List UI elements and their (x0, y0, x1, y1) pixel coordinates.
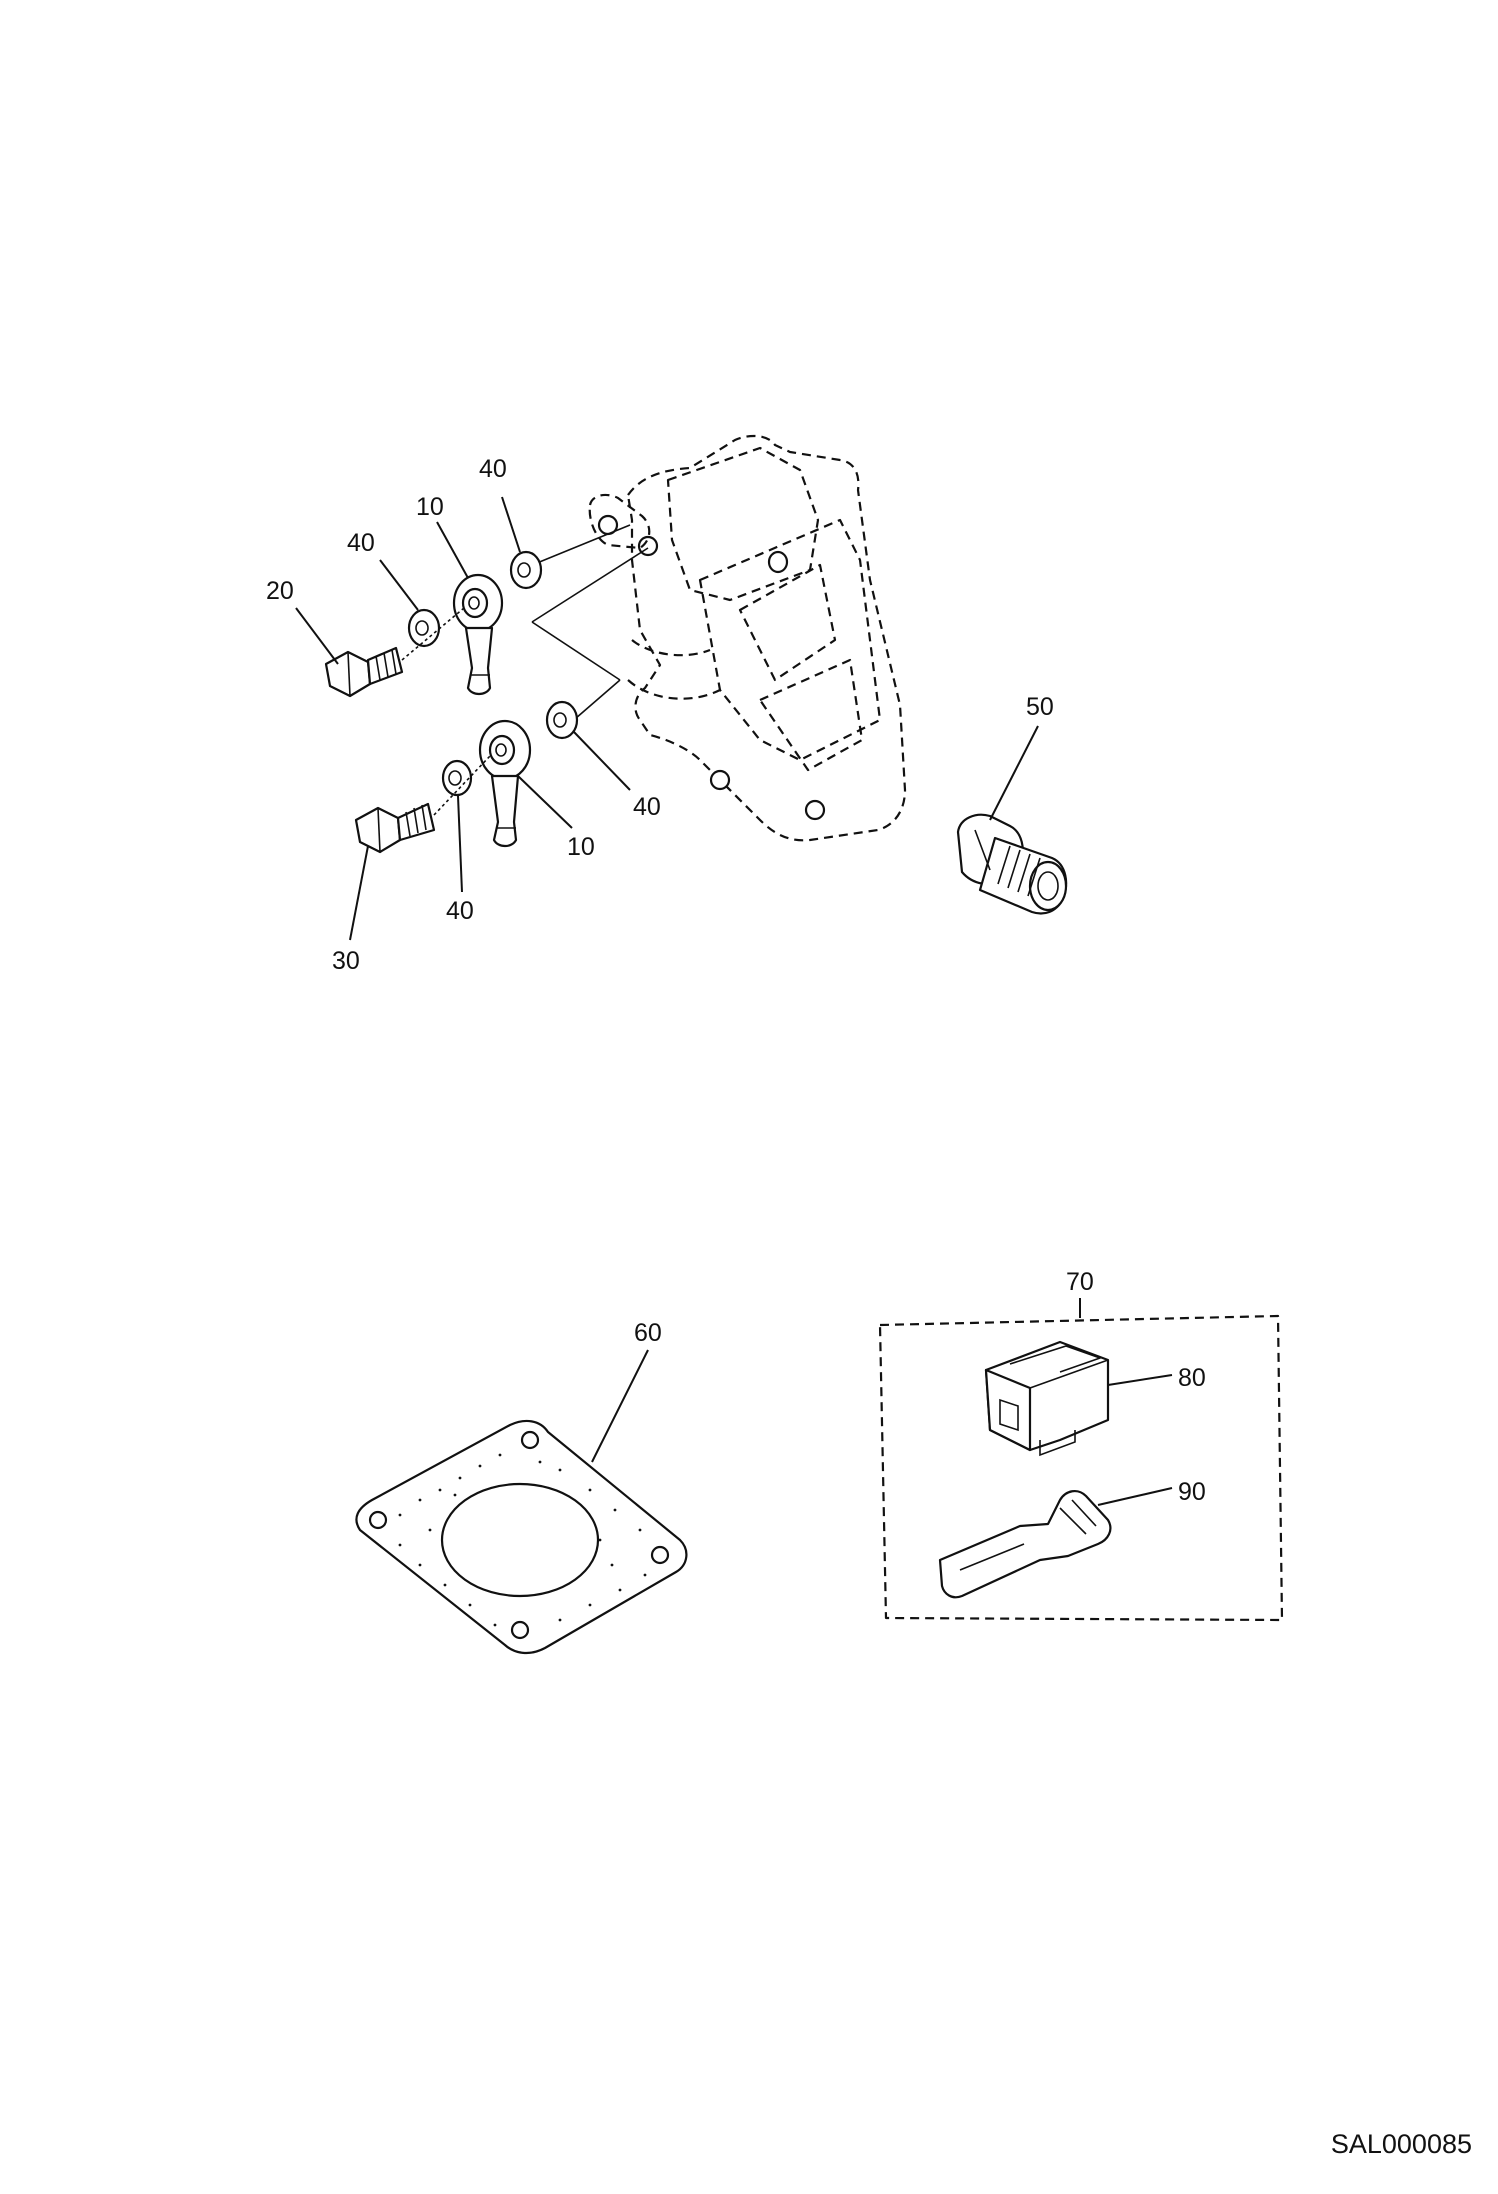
callout-20: 20 (266, 577, 294, 605)
callout-90: 90 (1178, 1478, 1206, 1506)
callout-labels: 40 10 40 20 40 10 40 30 50 60 70 80 90 (266, 455, 1206, 1506)
banjo-bolt-upper-icon (324, 607, 465, 698)
callout-10-lower: 10 (567, 833, 595, 861)
banjo-bolt-lower-icon (354, 755, 491, 854)
callout-40-top: 40 (479, 455, 507, 483)
callout-40-lower-right: 40 (633, 793, 661, 821)
sealing-washer-top-icon (509, 550, 543, 590)
callout-40-lower-left: 40 (446, 897, 474, 925)
callout-70: 70 (1066, 1268, 1094, 1296)
gasket-icon (355, 1419, 688, 1655)
sealing-washer-upper-left-icon (407, 608, 441, 648)
callout-40-upper-left: 40 (347, 529, 375, 557)
connector-housing-icon (984, 1340, 1110, 1457)
callout-10-upper: 10 (416, 493, 444, 521)
banjo-union-upper-icon (452, 573, 504, 696)
sealing-washer-lower-left-icon (441, 759, 473, 797)
banjo-union-lower-icon (478, 719, 532, 848)
assembly-guide-lines (531, 524, 649, 726)
callout-60: 60 (634, 1319, 662, 1347)
leader-lines (295, 496, 1173, 1506)
sealing-washer-lower-right-icon (545, 700, 579, 740)
callout-30: 30 (332, 947, 360, 975)
illustration-reference-code: SAL000085 (1330, 2129, 1472, 2159)
callout-50: 50 (1026, 693, 1054, 721)
terminal-icon (938, 1490, 1112, 1599)
pump-body-icon (588, 434, 907, 842)
threaded-adapter-icon (956, 813, 1068, 915)
callout-80: 80 (1178, 1364, 1206, 1392)
